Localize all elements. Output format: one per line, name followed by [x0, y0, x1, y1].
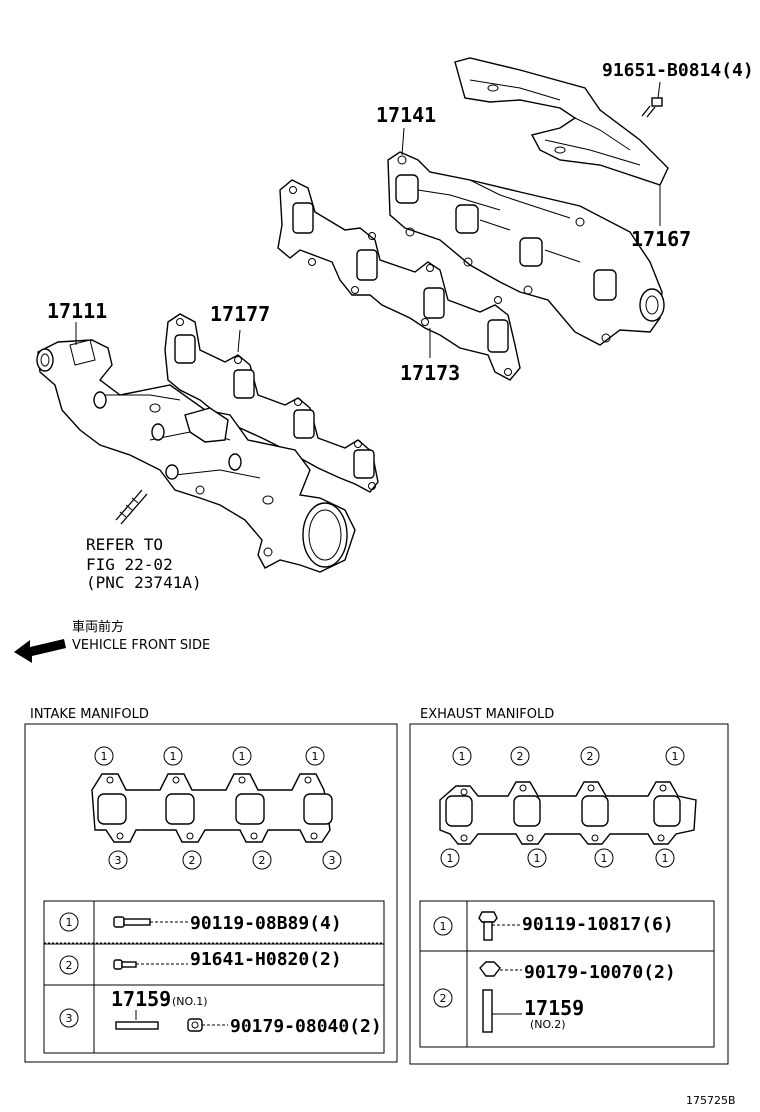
intake-row-3-stud: 17159 — [111, 987, 171, 1011]
svg-text:1: 1 — [101, 750, 108, 763]
nut-90179-icon — [187, 1018, 228, 1032]
svg-text:1: 1 — [601, 852, 608, 865]
intake-bottom-marker: 3 — [322, 850, 342, 870]
exhaust-top-marker: 2 — [580, 746, 600, 766]
direction-en: VEHICLE FRONT SIDE — [72, 638, 210, 653]
intake-row-3-key: 3 — [59, 1008, 79, 1028]
svg-text:3: 3 — [329, 854, 336, 867]
refer-line-1: REFER TO — [86, 535, 163, 554]
svg-text:3: 3 — [66, 1012, 73, 1025]
refer-line-2: FIG 22-02 — [86, 555, 173, 574]
intake-section-title: INTAKE MANIFOLD — [30, 707, 149, 722]
intake-row-2-part: 91641-H0820(2) — [190, 949, 342, 970]
intake-row-1-part: 90119-08B89(4) — [190, 913, 342, 934]
svg-text:2: 2 — [587, 750, 594, 763]
exhaust-legend-table — [419, 900, 715, 1048]
intake-legend-table — [43, 900, 385, 1054]
intake-manifold-17111[interactable] — [36, 339, 356, 573]
intake-row-2-key: 2 — [59, 955, 79, 975]
svg-text:1: 1 — [170, 750, 177, 763]
callout-17111: 17111 — [47, 299, 107, 323]
direction-jp: 車両前方 — [72, 619, 124, 635]
refer-line-3: (PNC 23741A) — [86, 573, 202, 592]
callout-17173: 17173 — [400, 361, 460, 385]
svg-text:2: 2 — [66, 959, 73, 972]
exhaust-row-2-key: 2 — [433, 988, 453, 1008]
exhaust-row-2-stud-note: (NO.2) — [530, 1018, 566, 1031]
intake-top-marker: 1 — [163, 746, 183, 766]
intake-section-box — [24, 723, 398, 1063]
svg-text:1: 1 — [662, 852, 669, 865]
exhaust-bottom-marker: 1 — [440, 848, 460, 868]
exhaust-gasket-17173[interactable] — [277, 179, 521, 381]
svg-text:1: 1 — [312, 750, 319, 763]
intake-bottom-marker: 2 — [182, 850, 202, 870]
intake-top-marker: 1 — [94, 746, 114, 766]
intake-top-marker: 1 — [232, 746, 252, 766]
intake-bottom-marker: 2 — [252, 850, 272, 870]
intake-row-3-nut: 90179-08040(2) — [230, 1016, 382, 1037]
exhaust-bottom-marker: 1 — [594, 848, 614, 868]
exhaust-row-1-part: 90119-10817(6) — [522, 914, 674, 935]
svg-text:1: 1 — [447, 852, 454, 865]
exhaust-bottom-marker: 1 — [655, 848, 675, 868]
nut-90179-10070-icon — [479, 961, 522, 977]
svg-text:2: 2 — [517, 750, 524, 763]
callout-17141: 17141 — [376, 103, 436, 127]
svg-text:1: 1 — [534, 852, 541, 865]
stud-17159-icon — [115, 1010, 159, 1030]
intake-gasket-diagram — [91, 773, 333, 843]
exhaust-gasket-diagram — [439, 781, 697, 845]
exhaust-row-2-nut: 90179-10070(2) — [524, 962, 676, 983]
svg-text:2: 2 — [189, 854, 196, 867]
svg-text:3: 3 — [115, 854, 122, 867]
svg-text:1: 1 — [459, 750, 466, 763]
svg-text:2: 2 — [259, 854, 266, 867]
svg-text:2: 2 — [440, 992, 447, 1005]
callout-91651-b0814: 91651-B0814(4) — [602, 60, 754, 81]
intake-top-marker: 1 — [305, 746, 325, 766]
stud-bolt-icon — [115, 489, 148, 525]
exhaust-section-box — [409, 723, 729, 1065]
intake-gasket-17177[interactable] — [164, 313, 379, 493]
intake-bottom-marker: 3 — [108, 850, 128, 870]
intake-row-3-stud-note: (NO.1) — [172, 995, 208, 1008]
svg-text:1: 1 — [66, 916, 73, 929]
figure-id: 175725B — [686, 1094, 736, 1107]
svg-text:1: 1 — [239, 750, 246, 763]
callout-17167: 17167 — [631, 227, 691, 251]
vehicle-front-arrow-icon — [14, 639, 66, 663]
heat-insulator-17167[interactable] — [454, 57, 669, 186]
stud-17159-no2-icon — [482, 989, 522, 1033]
exhaust-section-title: EXHAUST MANIFOLD — [420, 707, 554, 722]
bolt-91641-icon — [113, 959, 188, 970]
exhaust-top-marker: 1 — [452, 746, 472, 766]
exhaust-row-2-stud: 17159 — [524, 996, 584, 1020]
svg-text:1: 1 — [440, 920, 447, 933]
callout-17177: 17177 — [210, 302, 270, 326]
bolt-90119-icon — [113, 916, 188, 928]
exhaust-top-marker: 1 — [665, 746, 685, 766]
bolt-90119-10817-icon — [478, 911, 520, 941]
exhaust-top-marker: 2 — [510, 746, 530, 766]
svg-text:1: 1 — [672, 750, 679, 763]
exhaust-bottom-marker: 1 — [527, 848, 547, 868]
exhaust-row-1-key: 1 — [433, 916, 453, 936]
bolt-91651-icon[interactable] — [641, 97, 663, 118]
exhaust-manifold-17141[interactable] — [387, 151, 665, 346]
intake-row-1-key: 1 — [59, 912, 79, 932]
